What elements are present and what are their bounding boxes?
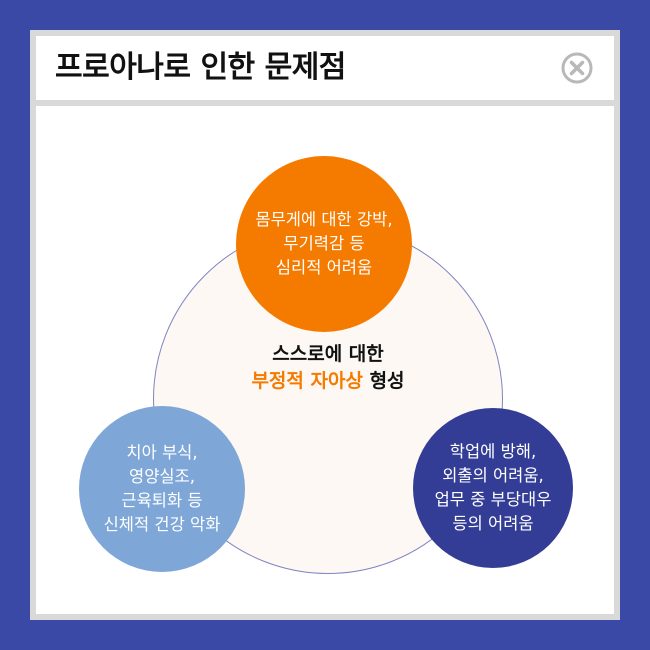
node-text-line: 업무 중 부당대우: [434, 490, 552, 509]
center-accent-text: 부정적 자아상: [251, 370, 363, 392]
node-text-line: 영양실조,: [129, 467, 195, 486]
node-text-line: 학업에 방해,: [449, 442, 537, 461]
center-line-2: 부정적 자아상 형성: [203, 368, 453, 395]
physical-health-circle: 치아 부식, 영양실조, 근육퇴화 등 신체적 건강 악화: [79, 406, 245, 572]
psychological-issues-circle: 몸무게에 대한 강박, 무기력감 등 심리적 어려움: [236, 156, 412, 332]
title-bar: 프로아나로 인한 문제점: [36, 36, 614, 106]
node-text-line: 몸무게에 대한 강박,: [255, 210, 393, 229]
node-text-line: 외출의 어려움,: [442, 466, 544, 485]
node-text-line: 치아 부식,: [126, 443, 198, 462]
close-circle-icon: [561, 52, 593, 84]
node-text-line: 등의 어려움: [452, 514, 534, 533]
page-title: 프로아나로 인한 문제점: [55, 50, 346, 85]
node-text-line: 심리적 어려움: [275, 258, 373, 277]
node-text-line: 무기력감 등: [283, 234, 365, 253]
close-button[interactable]: [561, 52, 593, 84]
card-frame: 프로아나로 인한 문제점 스스로에 대한 부정적 자아상 형성 몸무게에 대한 …: [30, 30, 620, 620]
diagram-area: 스스로에 대한 부정적 자아상 형성 몸무게에 대한 강박, 무기력감 등 심리…: [36, 106, 614, 614]
social-life-circle: 학업에 방해, 외출의 어려움, 업무 중 부당대우 등의 어려움: [413, 408, 573, 568]
center-label: 스스로에 대한 부정적 자아상 형성: [203, 341, 453, 395]
node-text-line: 근육퇴화 등: [121, 491, 203, 510]
node-text-line: 신체적 건강 악화: [103, 515, 221, 534]
center-line-1: 스스로에 대한: [272, 343, 384, 365]
center-rest-text: 형성: [362, 370, 405, 392]
